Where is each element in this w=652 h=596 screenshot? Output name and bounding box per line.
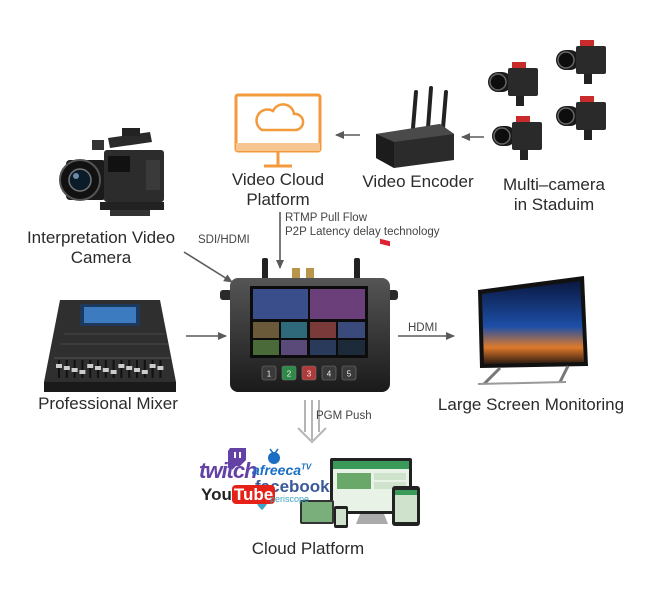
device-button-2 [281, 365, 297, 381]
mixer-faders [56, 360, 164, 378]
fader-knob [71, 368, 78, 372]
multi-camera-icon [488, 40, 606, 160]
video-encoder-label: Video Encoder [362, 172, 474, 191]
fader-knob [56, 364, 62, 368]
fader-knob [102, 368, 109, 372]
interpretation-camera-line2: Camera [70, 248, 132, 267]
large-screen-tv-icon [477, 276, 588, 386]
interpretation-camera-label: Interpretation Video Camera [8, 228, 194, 268]
fader-track [89, 360, 92, 378]
afreeca-logo: afreecaTV [252, 462, 311, 478]
multi-camera-label: Multi–camera in Staduim [492, 175, 616, 215]
periscope-logo: periscope [270, 494, 310, 504]
video-encoder-icon [376, 86, 454, 247]
fader-knob [118, 364, 125, 368]
cloud-monitor-icon [234, 93, 322, 168]
multi-camera-line1: Multi–camera [502, 175, 606, 194]
youtube-tube-text: Tube [231, 485, 276, 504]
fader-track [143, 360, 146, 378]
afreeca-tv-text: TV [301, 462, 312, 472]
connection-arrows [183, 131, 484, 340]
fader-knob [87, 364, 94, 368]
afreeca-text: afreeca [252, 462, 302, 478]
fader-knob [157, 366, 164, 370]
twitch-icon [228, 448, 246, 470]
device-button-label-4: 4 [327, 370, 332, 379]
large-screen-label: Large Screen Monitoring [437, 395, 625, 414]
fader-knob [63, 366, 70, 370]
video-cloud-platform-line1: Video Cloud [231, 170, 325, 189]
device-button-1 [261, 365, 277, 381]
device-button-5 [341, 365, 357, 381]
fader-track [112, 360, 115, 378]
rtmp-line1: RTMP Pull Flow [285, 212, 368, 224]
cloud-platform-label: Cloud Platform [251, 539, 365, 558]
fader-track [120, 360, 123, 378]
device-button-label-3: 3 [307, 370, 312, 379]
multi-camera-line2: in Staduim [513, 195, 595, 214]
device-button-4 [321, 365, 337, 381]
fader-knob [110, 370, 117, 374]
interpretation-camera-line1: Interpretation Video [26, 228, 176, 247]
switcher-buttons: 1 2 3 4 5 [261, 365, 357, 381]
pgm-push-label: PGM Push [316, 410, 372, 422]
mixer-icon [44, 300, 176, 392]
afreeca-tv-icon [268, 448, 280, 464]
pgm-push-arrow [297, 400, 327, 444]
fader-track [151, 360, 154, 378]
switcher-device [220, 258, 398, 392]
fader-knob [141, 370, 148, 374]
fader-knob [149, 364, 156, 368]
fader-knob [79, 370, 86, 374]
fader-knob [134, 368, 140, 372]
fader-track [81, 360, 84, 378]
sdi-hdmi-label: SDI/HDMI [198, 234, 250, 246]
fader-knob [126, 366, 133, 370]
youtube-you-text: You [201, 485, 232, 504]
rtmp-line2: P2P Latency delay technology [285, 226, 440, 238]
fader-track [58, 360, 60, 378]
interpretation-camera-icon [59, 128, 164, 216]
fader-knob [95, 366, 101, 370]
device-button-label-1: 1 [267, 370, 272, 379]
video-cloud-platform-label: Video Cloud Platform [212, 170, 344, 210]
device-button-label-2: 2 [287, 370, 292, 379]
twitch-logo: twitch [199, 458, 258, 483]
video-cloud-platform-line2: Platform [246, 190, 310, 209]
rtmp-label: RTMP Pull Flow P2P Latency delay technol… [285, 211, 440, 239]
multi-device-icon [300, 458, 420, 528]
hdmi-label: HDMI [408, 322, 438, 334]
device-button-3 [301, 365, 317, 381]
professional-mixer-label: Professional Mixer [38, 394, 178, 413]
device-button-label-5: 5 [347, 370, 352, 379]
